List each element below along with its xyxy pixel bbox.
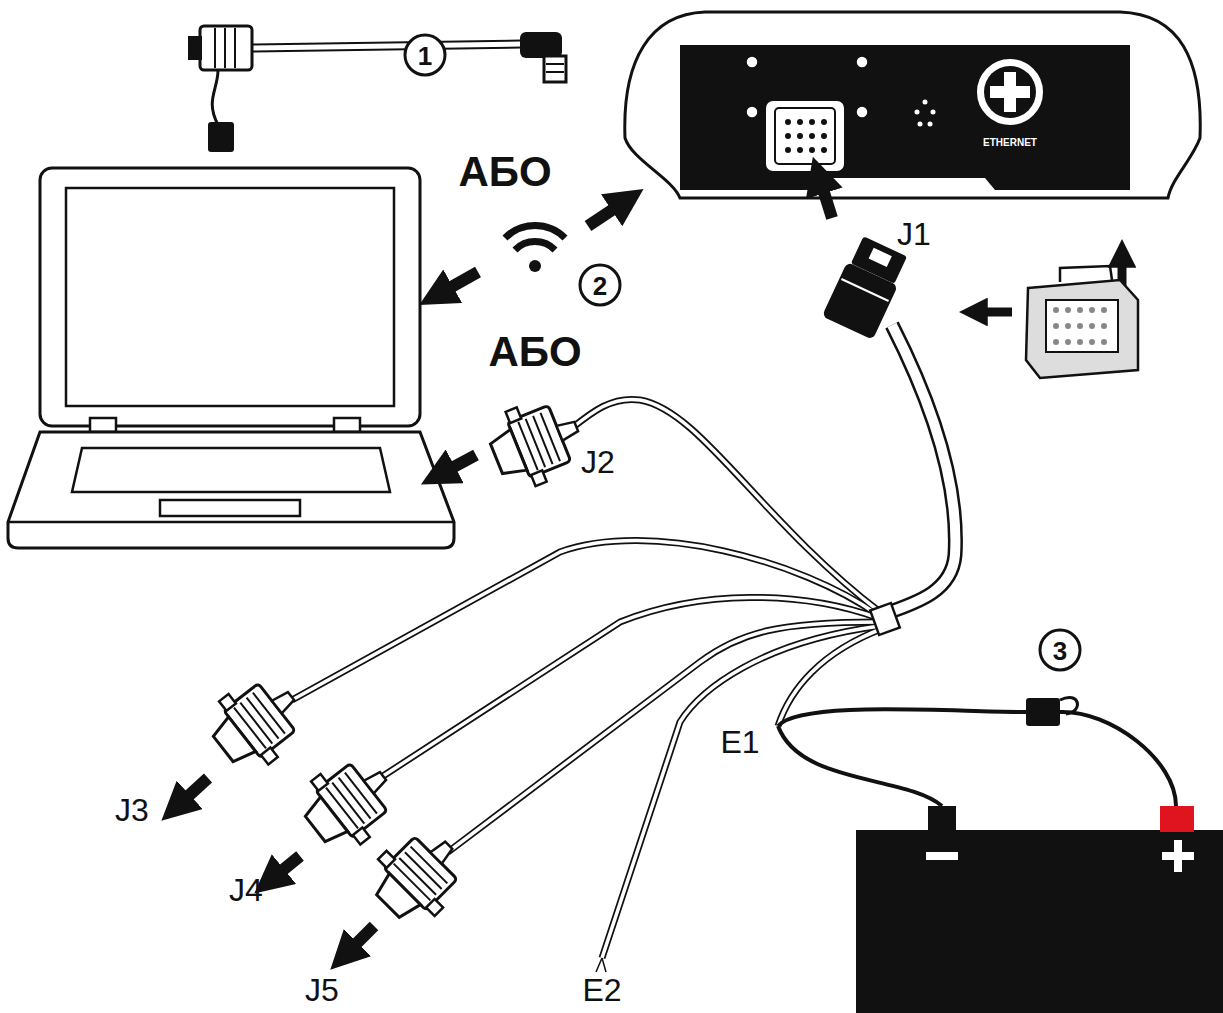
connector-label: J4: [229, 874, 263, 906]
wire-label: E1: [720, 726, 759, 758]
callout-number: 3: [1053, 638, 1067, 664]
or-text: АБО: [458, 151, 551, 193]
callout-number: 1: [418, 43, 432, 69]
port-label: ETHERNET: [983, 138, 1037, 148]
wire-label: E2: [582, 974, 621, 1006]
or-text: АБО: [488, 331, 581, 373]
connector-label: J5: [305, 974, 339, 1006]
connector-label: J1: [897, 218, 931, 250]
connector-label: J3: [115, 794, 149, 826]
callout-number: 2: [593, 273, 607, 299]
connector-label: J2: [581, 446, 615, 478]
